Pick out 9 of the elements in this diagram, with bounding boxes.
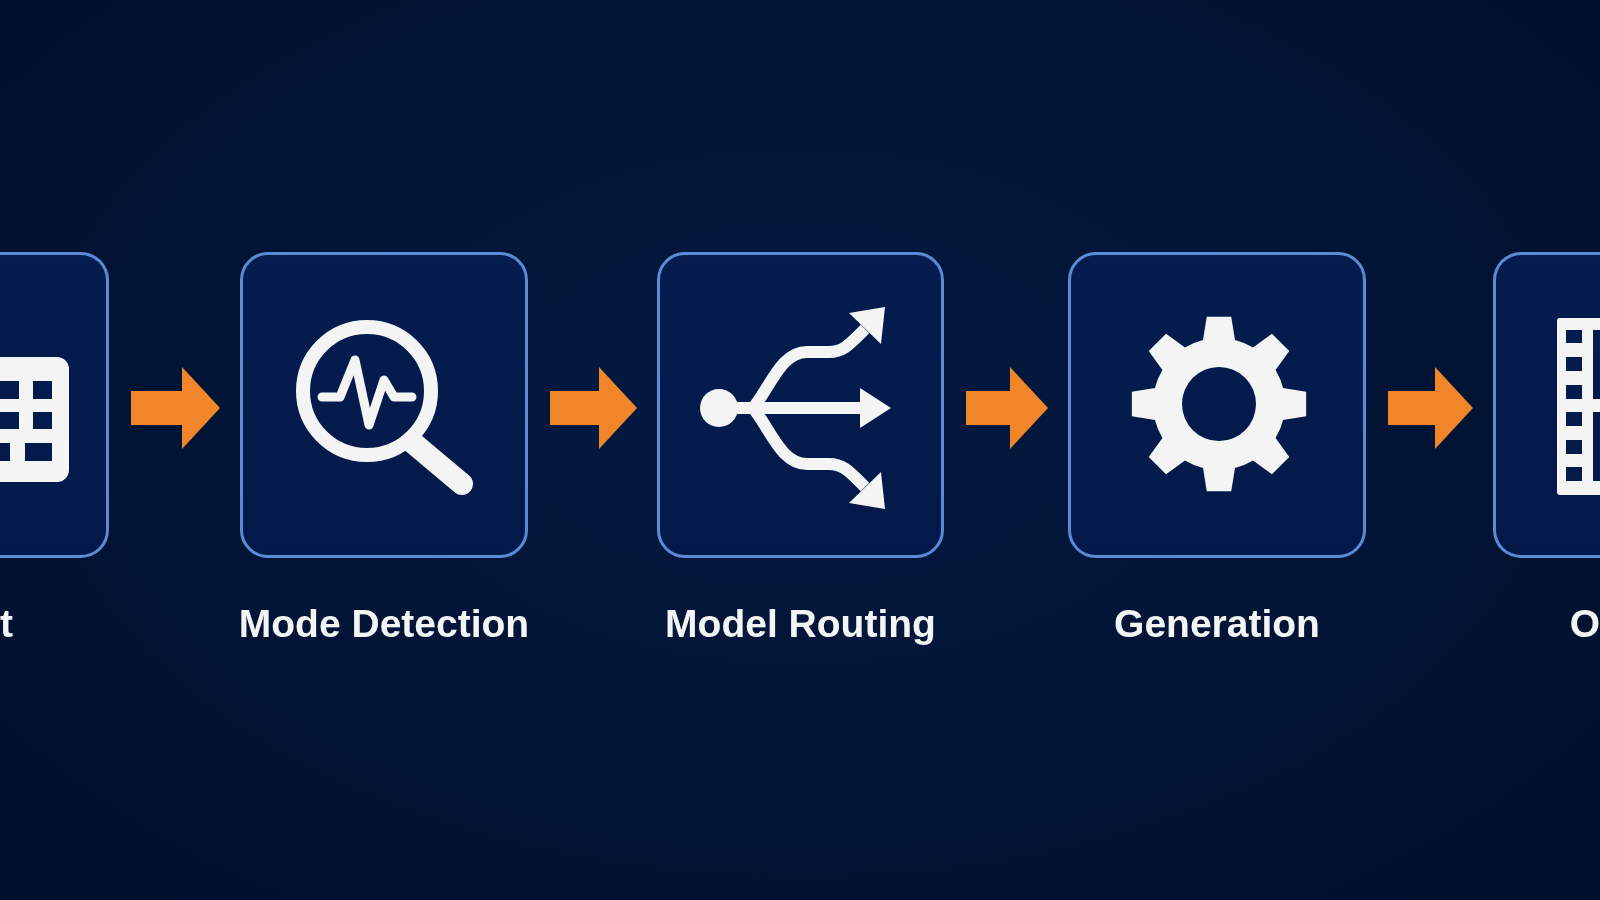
step-label: Model Routing — [665, 604, 936, 643]
step-label: Generation — [1114, 604, 1320, 643]
arrow — [1388, 367, 1473, 449]
arrow — [131, 367, 220, 449]
arrow — [550, 367, 637, 449]
step-label: O — [1569, 604, 1600, 643]
arrow — [966, 367, 1048, 449]
step-label: Mode Detection — [238, 604, 530, 643]
step-label: t — [0, 604, 13, 643]
